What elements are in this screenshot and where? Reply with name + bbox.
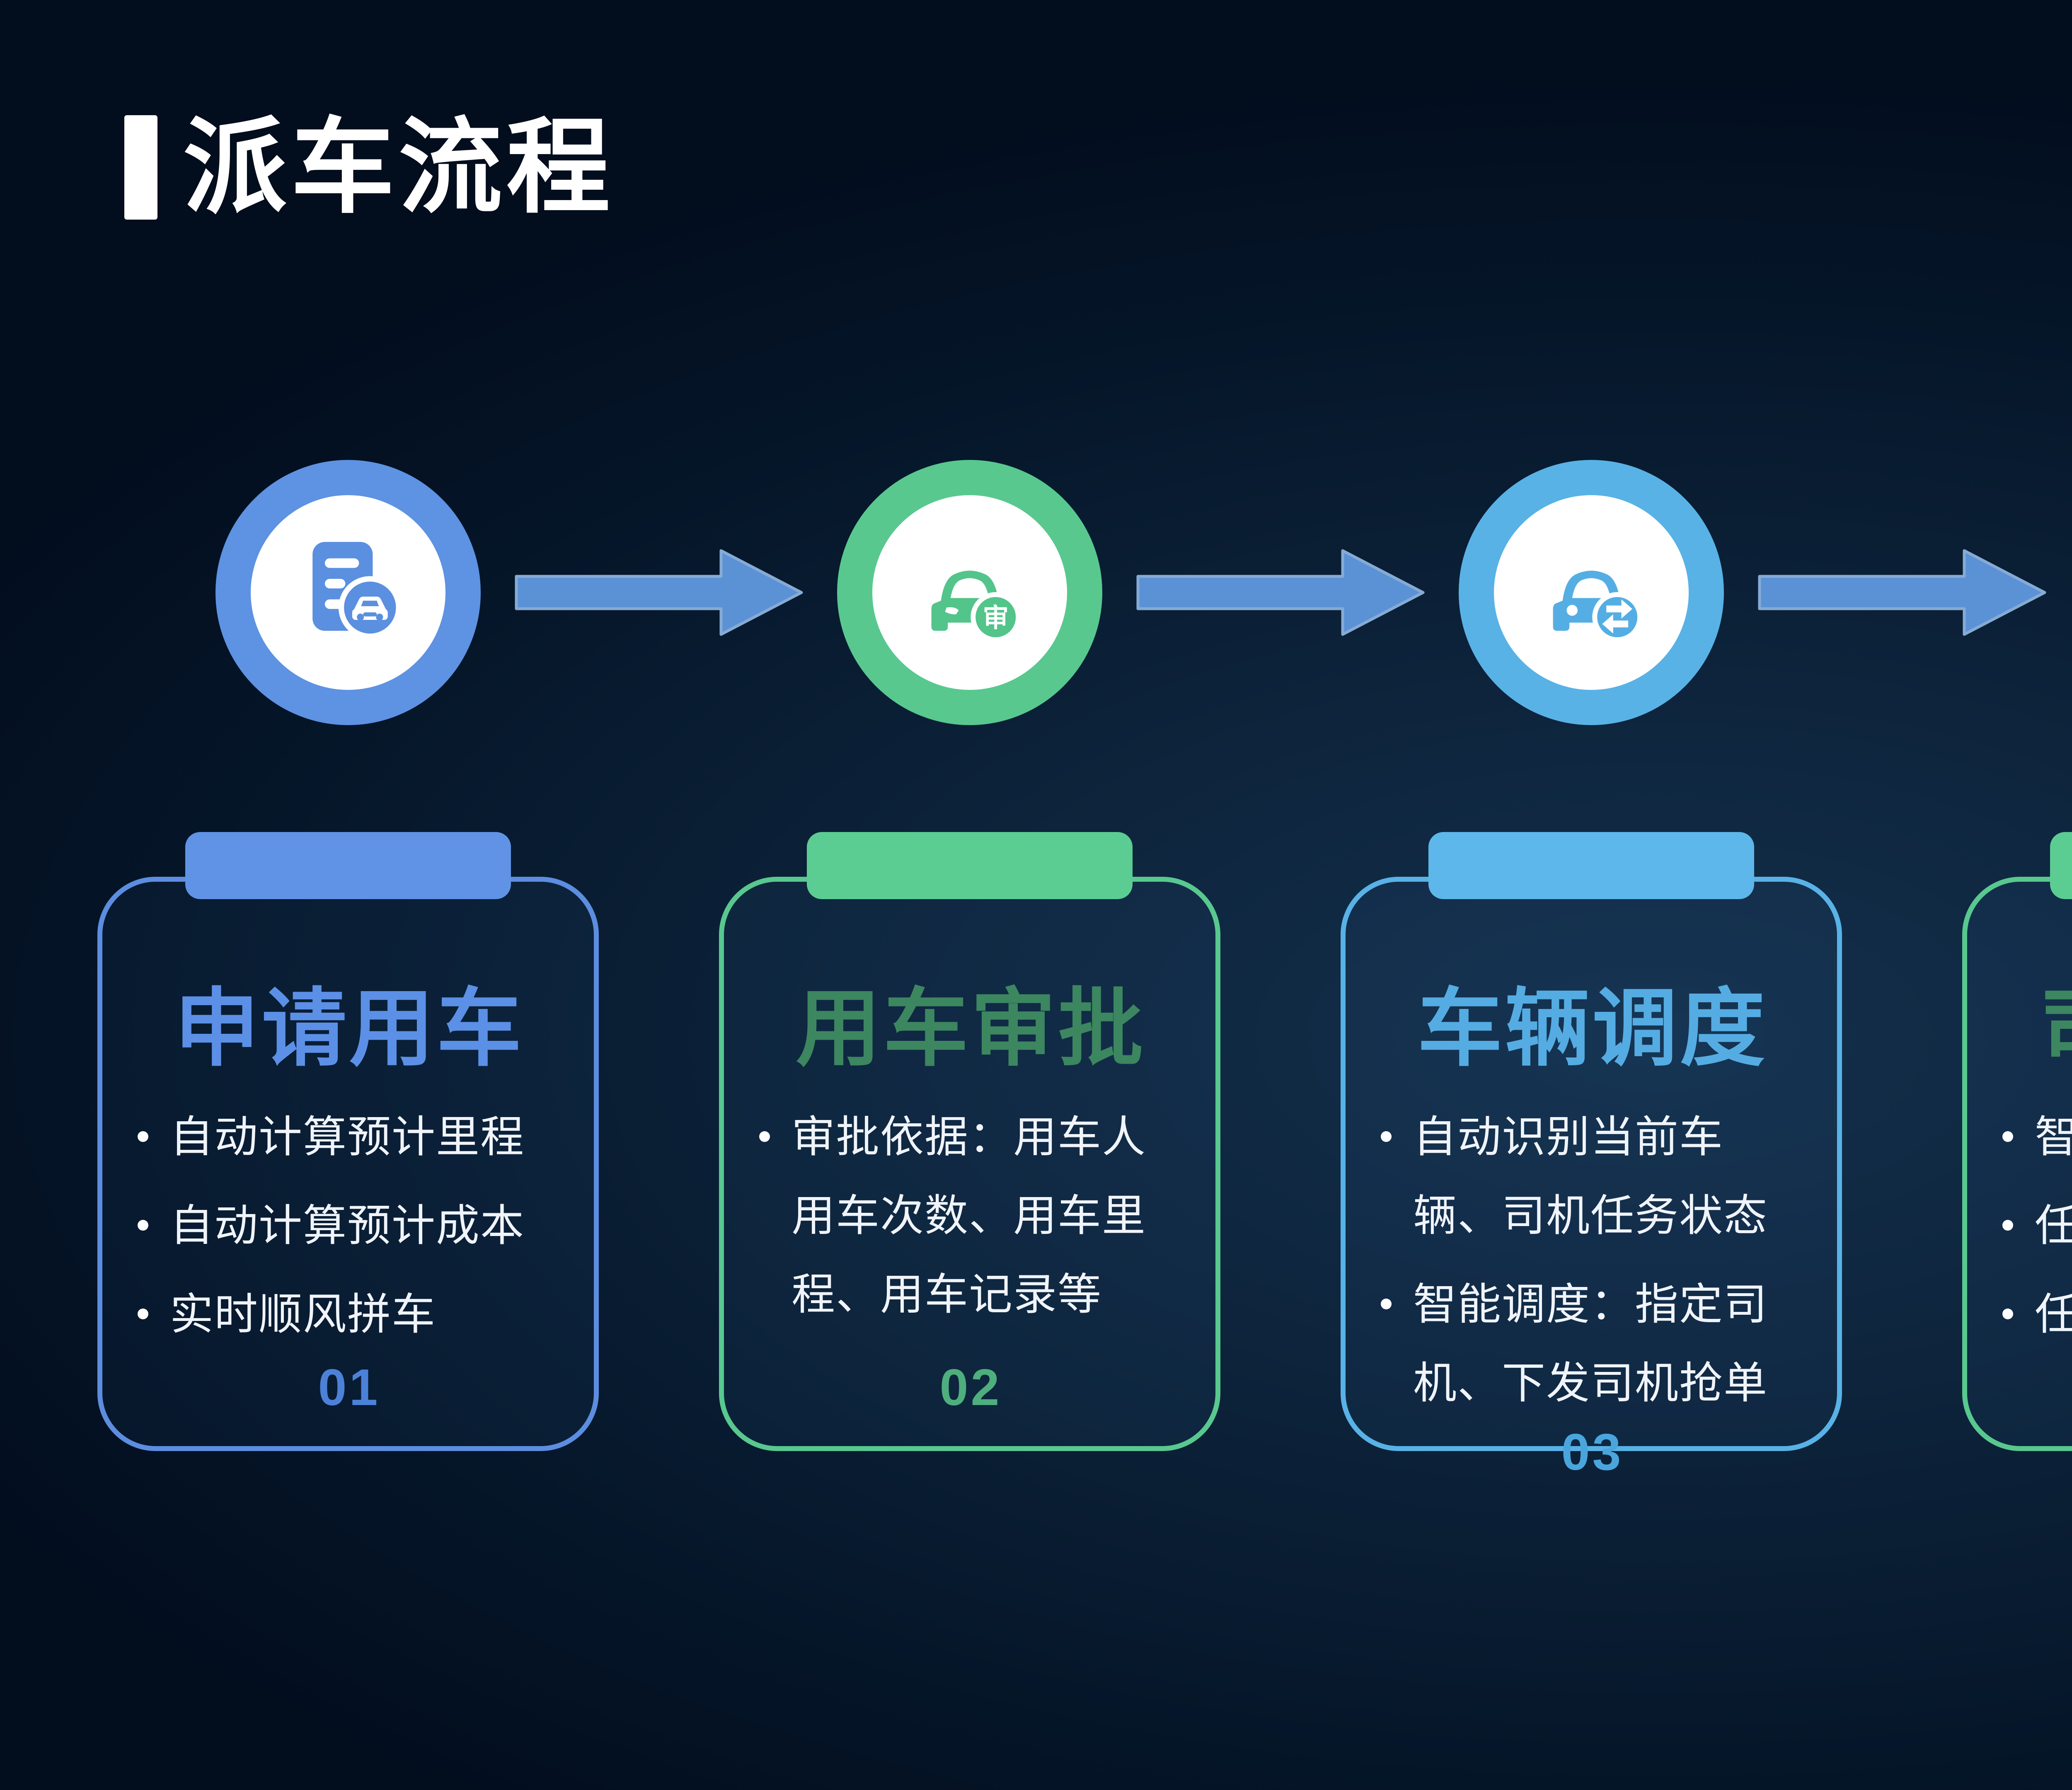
step-card: 用车审批 审批依据：用车人用车次数、用车里程、用车记录等 02 bbox=[719, 877, 1220, 1451]
step-column-driver: 司机执行 智能规划路线 任务查看 任务执行 04 bbox=[1962, 0, 2072, 1790]
bullet-dot bbox=[1381, 1131, 1392, 1142]
step-number: 01 bbox=[318, 1359, 380, 1416]
list-item: 智能调度：指定司机、下发司机抢单 bbox=[1377, 1265, 1808, 1423]
step-title: 司机执行 bbox=[1998, 981, 2072, 1076]
step-column-dispatch: 车辆调度 自动识别当前车辆、司机任务状态 智能调度：指定司机、下发司机抢单 03 bbox=[1341, 0, 1842, 1790]
step-title: 申请用车 bbox=[174, 981, 524, 1076]
page-title: 派车流程 bbox=[183, 109, 614, 225]
bullet-dot bbox=[2002, 1308, 2013, 1319]
list-item: 智能规划路线 bbox=[1998, 1098, 2072, 1177]
card-tab bbox=[1428, 832, 1754, 899]
list-item: 自动计算预计里程 bbox=[133, 1098, 565, 1177]
step-card: 司机执行 智能规划路线 任务查看 任务执行 04 bbox=[1962, 877, 2072, 1451]
list-item: 自动计算预计成本 bbox=[133, 1187, 565, 1265]
card-tab bbox=[807, 832, 1133, 899]
list-item: 自动识别当前车辆、司机任务状态 bbox=[1377, 1098, 1808, 1255]
step-bullet-list: 智能规划路线 任务查看 任务执行 bbox=[1998, 1098, 2072, 1354]
list-item: 任务执行 bbox=[1998, 1275, 2072, 1354]
bullet-dot bbox=[2002, 1219, 2013, 1231]
list-item: 实时顺风拼车 bbox=[133, 1275, 565, 1354]
bullet-dot bbox=[138, 1131, 148, 1142]
step-card: 申请用车 自动计算预计里程 自动计算预计成本 实时顺风拼车 01 bbox=[97, 877, 599, 1451]
step-bullet-list: 自动识别当前车辆、司机任务状态 智能调度：指定司机、下发司机抢单 bbox=[1377, 1098, 1808, 1423]
flow-arrow-icon bbox=[515, 549, 803, 636]
step-bullet-list: 自动计算预计里程 自动计算预计成本 实时顺风拼车 bbox=[133, 1098, 565, 1354]
bullet-dot bbox=[1381, 1298, 1392, 1309]
step-title: 车辆调度 bbox=[1417, 981, 1767, 1076]
svg-text:审: 审 bbox=[983, 604, 1009, 633]
car-dispatch-icon bbox=[1553, 571, 1643, 642]
car-approval-icon: 审 bbox=[931, 571, 1021, 642]
bullet-dot bbox=[138, 1308, 148, 1319]
card-tab bbox=[2050, 832, 2072, 899]
step-column-apply: 申请用车 自动计算预计里程 自动计算预计成本 实时顺风拼车 01 bbox=[97, 0, 599, 1790]
title-accent-bar bbox=[124, 115, 157, 220]
step-circle bbox=[215, 460, 481, 725]
bullet-dot bbox=[759, 1131, 770, 1142]
step-column-approval: 审 用车审批 审批依据：用车人用车次数、用车里程、用车记录等 02 bbox=[719, 0, 1220, 1790]
bullet-dot bbox=[138, 1219, 148, 1231]
list-item: 审批依据：用车人用车次数、用车里程、用车记录等 bbox=[755, 1098, 1186, 1334]
step-number: 03 bbox=[1561, 1423, 1624, 1481]
page-title-block: 派车流程 bbox=[124, 115, 614, 220]
step-card: 车辆调度 自动识别当前车辆、司机任务状态 智能调度：指定司机、下发司机抢单 03 bbox=[1341, 877, 1842, 1481]
step-number: 02 bbox=[939, 1359, 1002, 1416]
step-number: 04 bbox=[1998, 1358, 2072, 1417]
step-circle: 审 bbox=[837, 460, 1102, 725]
step-circle bbox=[1459, 460, 1724, 725]
list-item: 任务查看 bbox=[1998, 1187, 2072, 1265]
step-title: 用车审批 bbox=[796, 981, 1146, 1076]
bullet-dot bbox=[2002, 1131, 2013, 1142]
card-tab bbox=[185, 832, 511, 899]
step-bullet-list: 审批依据：用车人用车次数、用车里程、用车记录等 bbox=[755, 1098, 1186, 1334]
form-car-icon bbox=[312, 542, 402, 639]
flow-arrow-icon bbox=[1758, 549, 2046, 636]
flow-arrow-icon bbox=[1136, 549, 1425, 636]
